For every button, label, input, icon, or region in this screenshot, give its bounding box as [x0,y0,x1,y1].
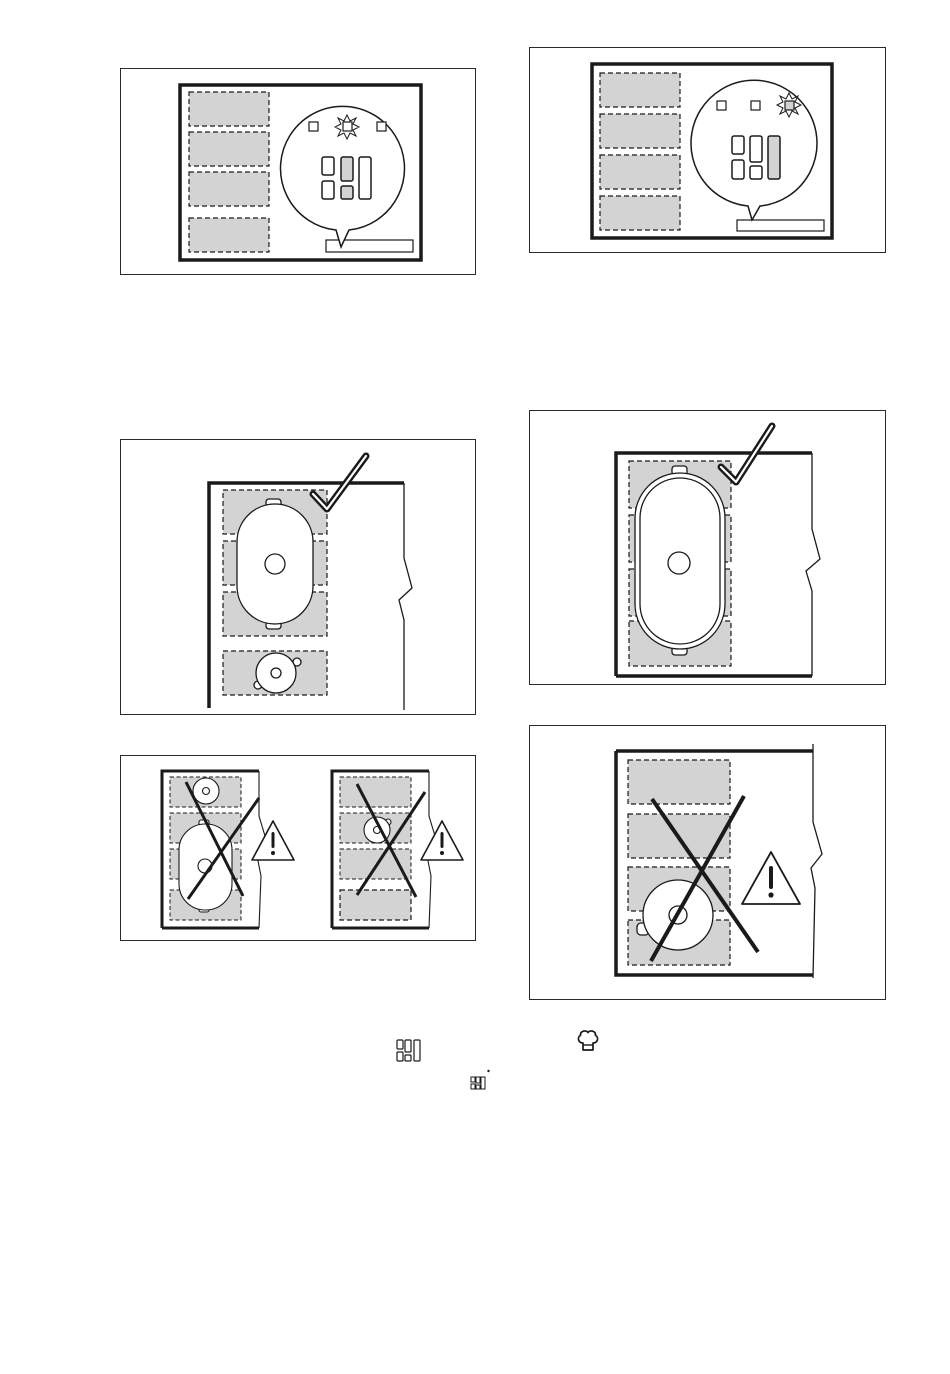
incorrect-placement-a [162,771,294,928]
roaster-pan [237,499,313,629]
indicator-light [309,122,318,131]
roaster-pan [635,466,725,655]
incorrect-placement-b [332,771,463,928]
cooking-zones [189,92,269,252]
indicator-light [717,101,726,110]
bridge-zone-symbol-icon [395,1038,423,1064]
cooking-zones [600,73,680,230]
hob-cut-edge [806,453,820,676]
indicator-light [377,122,386,131]
hob-cut-edge [399,483,412,710]
hob-cut-edge [811,744,822,978]
warning-triangle-icon [742,852,800,904]
warning-triangle-icon [421,821,463,860]
figure-hob-callout-right [529,47,886,253]
figure-hob-callout-left [120,68,476,275]
control-panel-strip [737,220,824,231]
figure-incorrect-small-pot [529,725,886,1000]
figure-large-roaster-correct [529,410,886,685]
indicator-light [751,101,760,110]
figure-roaster-correct [120,439,476,715]
figure-incorrect-placements [120,755,476,941]
small-bridge-zone-symbol-icon [470,1068,492,1094]
warning-triangle-icon [252,821,294,860]
chef-hat-icon [576,1028,600,1054]
